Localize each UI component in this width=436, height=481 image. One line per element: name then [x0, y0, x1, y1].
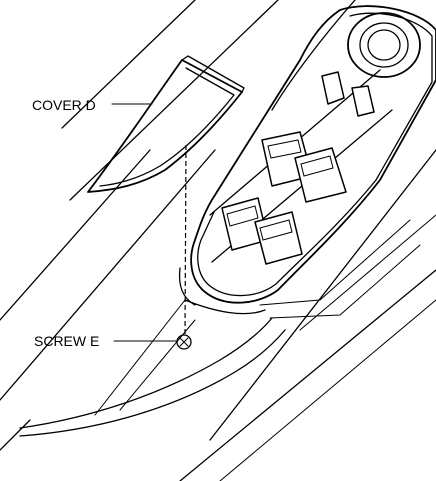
screw-e-label: SCREW E	[34, 333, 99, 349]
alignment-line	[184, 144, 187, 336]
screw-e	[176, 334, 192, 350]
lock-switches	[321, 71, 375, 117]
mirror-knob	[347, 12, 421, 78]
armrest-outline	[19, 267, 286, 437]
cover-d-part	[87, 55, 245, 193]
window-switches	[221, 131, 347, 265]
cover-d-label: COVER D	[32, 97, 96, 113]
